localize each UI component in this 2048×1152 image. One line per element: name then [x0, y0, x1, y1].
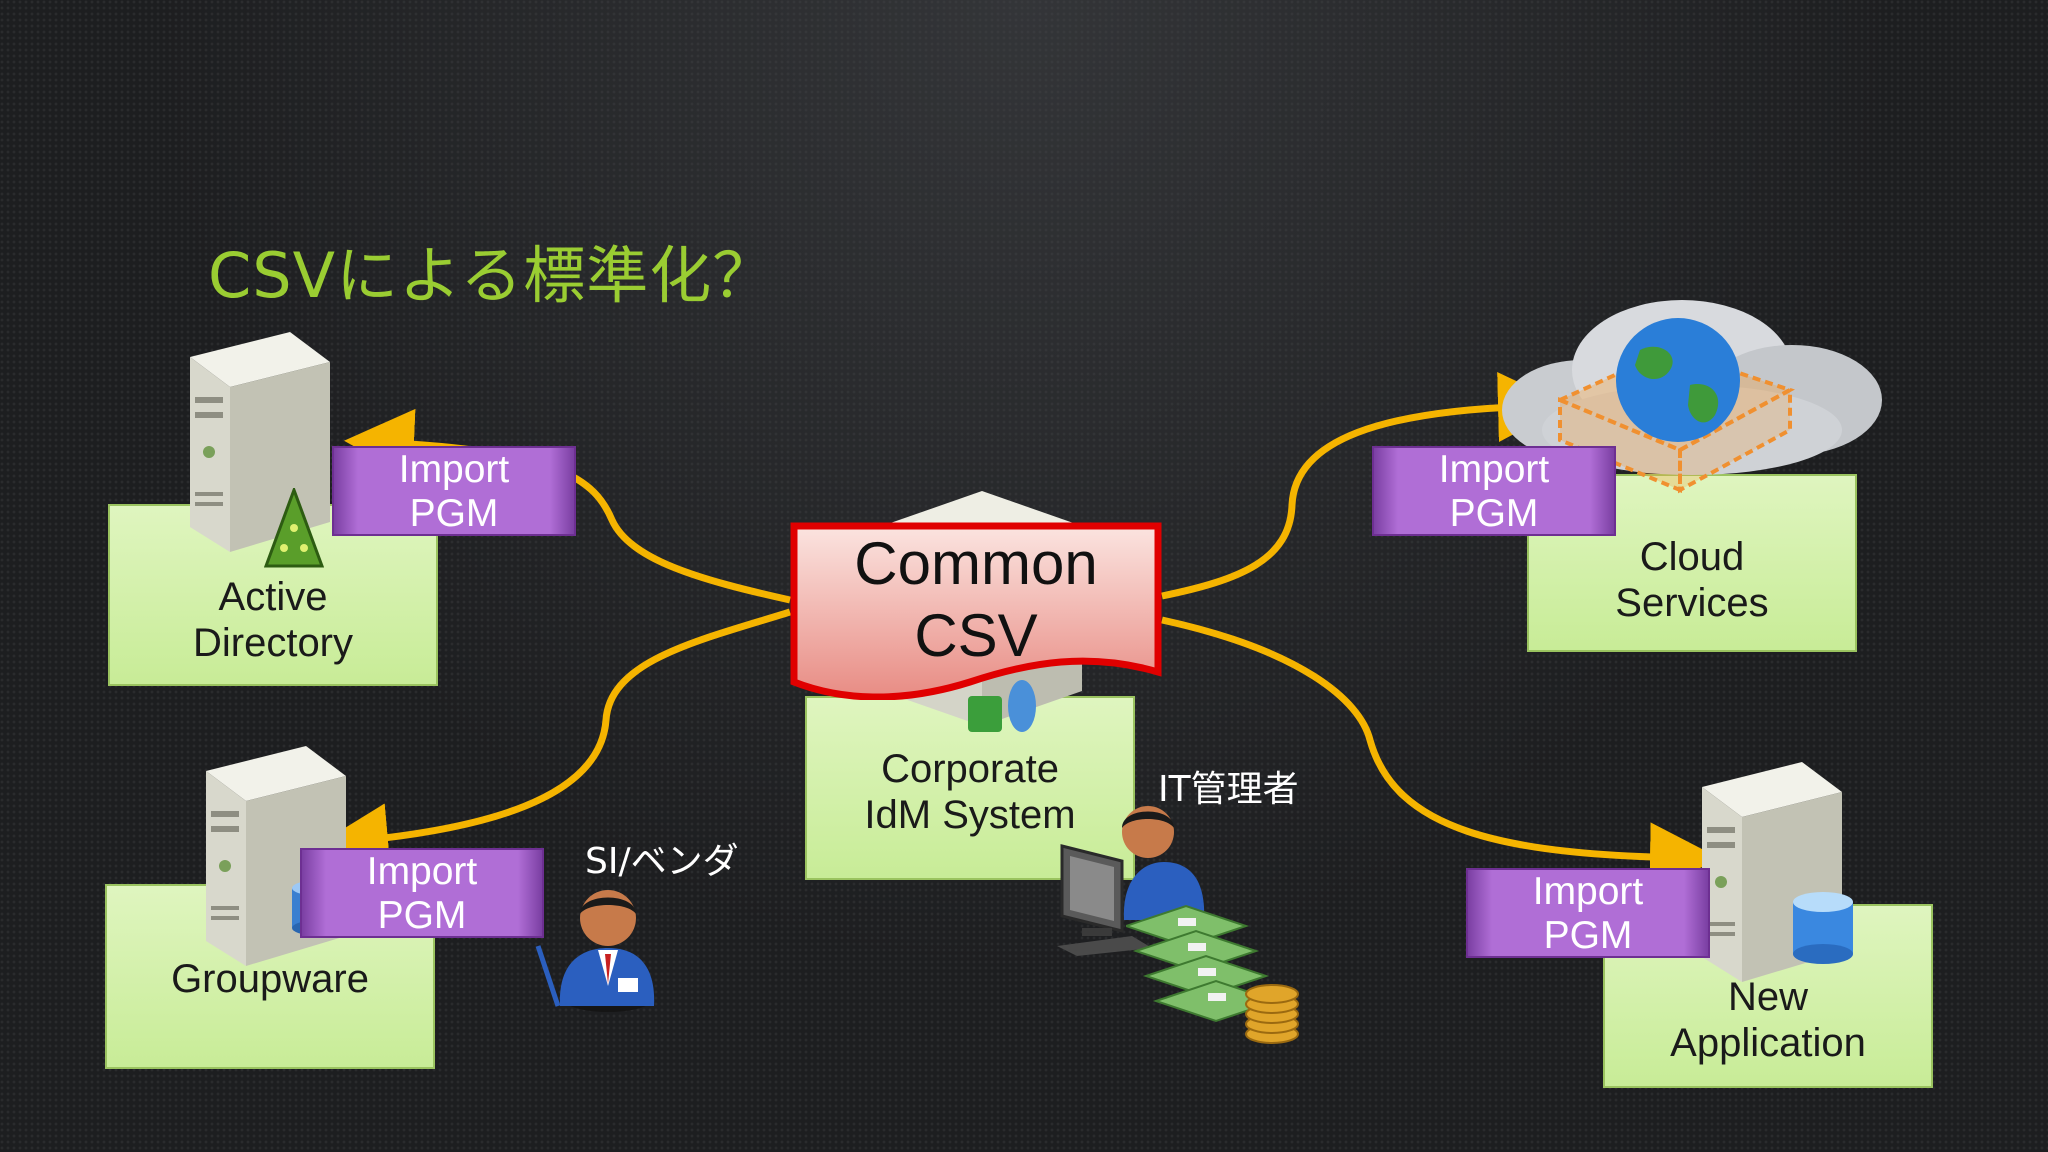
- common-csv-label: Common CSV: [790, 528, 1162, 672]
- common-csv-note: [790, 522, 1162, 700]
- import-pgm-cloud-services: Import PGM: [1372, 446, 1616, 536]
- cloud-services-label-line2: Services: [1615, 581, 1769, 625]
- corporate-idm-label-line2: IdM System: [864, 793, 1076, 837]
- import-label-line2: PGM: [377, 894, 467, 937]
- database-icon: [1793, 892, 1853, 964]
- money-icon: [1126, 904, 1299, 1044]
- person-icon: [535, 890, 655, 1012]
- import-pgm-active-directory: Import PGM: [332, 446, 576, 536]
- new-application-label-line2: Application: [1670, 1021, 1866, 1065]
- import-label-line2: PGM: [1449, 492, 1539, 535]
- connector-new-application: [1161, 616, 1720, 893]
- new-application-label-line1: New: [1727, 975, 1809, 1019]
- it-admin-label: IT管理者: [1158, 769, 1299, 810]
- corporate-idm-label-line1: Corporate: [881, 747, 1059, 791]
- connector-cloud-services: [1161, 372, 1568, 600]
- active-directory-label-line2: Directory: [192, 621, 354, 665]
- directory-tree-icon: [264, 488, 324, 568]
- active-directory-label-line1: Active: [218, 575, 328, 619]
- import-label-line1: Import: [1438, 448, 1550, 491]
- computer-icon: [1057, 844, 1152, 956]
- globe-icon: [1554, 318, 1795, 494]
- import-label-line1: Import: [366, 850, 478, 893]
- common-csv-line1: Common: [854, 530, 1098, 597]
- import-label-line2: PGM: [1543, 914, 1633, 957]
- person-icon: [1122, 806, 1205, 920]
- common-csv-line2: CSV: [914, 602, 1038, 669]
- server-icon: [206, 746, 346, 966]
- import-label-line1: Import: [1532, 870, 1644, 913]
- server-icon: [190, 332, 330, 552]
- cloud-services-label-line1: Cloud: [1639, 535, 1745, 579]
- import-pgm-new-application: Import PGM: [1466, 868, 1710, 958]
- slide-title: CSVによる標準化？: [208, 239, 776, 312]
- vendor-label: SI/ベンダ: [585, 841, 739, 882]
- groupware-label: Groupware: [171, 957, 369, 1001]
- import-label-line1: Import: [398, 448, 510, 491]
- connector-groupware: [318, 608, 792, 874]
- import-label-line2: PGM: [409, 492, 499, 535]
- import-pgm-groupware: Import PGM: [300, 848, 544, 938]
